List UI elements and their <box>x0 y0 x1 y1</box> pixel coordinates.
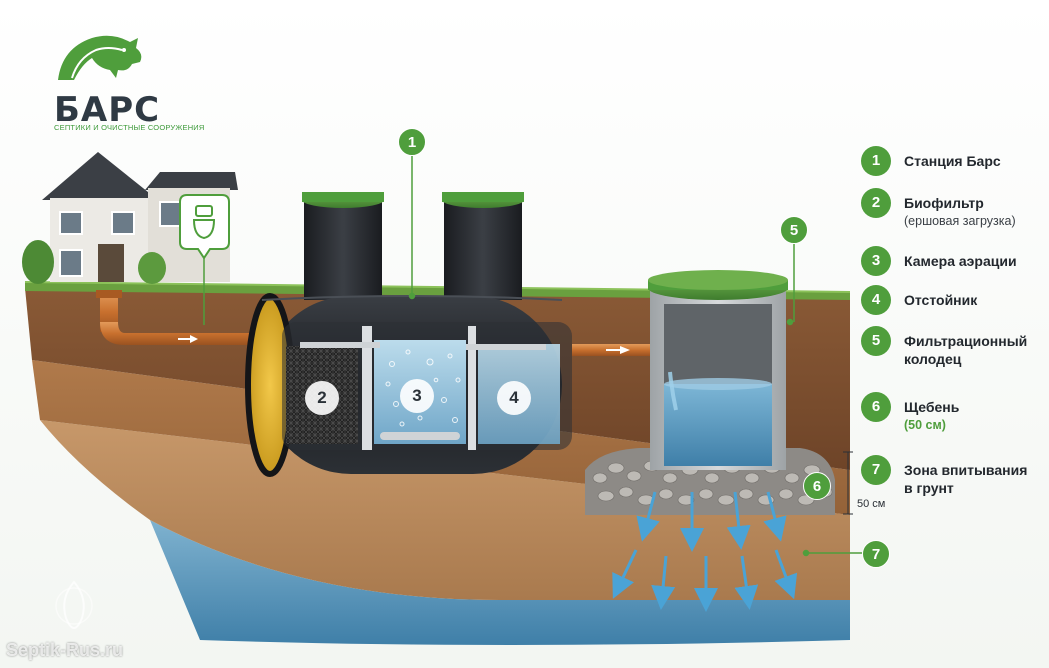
soil-lower-layer <box>40 420 850 600</box>
panther-logo-icon <box>58 35 142 80</box>
callout-well: 5 <box>780 216 808 244</box>
legend-subtitle: (50 см) <box>904 418 946 432</box>
chamber-label-biofilter: 2 <box>305 381 339 415</box>
legend-number: 1 <box>861 146 891 176</box>
brand-name: БАРС <box>54 90 161 130</box>
legend-subtitle: (ершовая загрузка) <box>904 214 1016 228</box>
chamber-label-settler: 4 <box>497 381 531 415</box>
inlet-pipe <box>96 290 260 345</box>
legend-number: 6 <box>861 392 891 422</box>
callout-gravel: 6 <box>803 472 831 500</box>
legend-title: Отстойник <box>904 292 978 308</box>
filtration-well <box>648 270 788 470</box>
legend-subtitle: колодец <box>904 351 962 367</box>
legend-number: 5 <box>861 326 891 356</box>
callout-absorption: 7 <box>862 540 890 568</box>
legend-number: 3 <box>861 246 891 276</box>
legend-title: Биофильтр <box>904 195 984 211</box>
legend-title: Станция Барс <box>904 153 1001 169</box>
callout-leaders <box>408 156 862 557</box>
watermark-leaf-icon <box>55 580 93 630</box>
legend-title: Фильтрационный <box>904 333 1028 349</box>
gravel-depth-label: 50 см <box>857 498 886 510</box>
legend-number: 4 <box>861 285 891 315</box>
legend-subtitle: в грунт <box>904 480 954 496</box>
tank-neck-left <box>302 192 384 300</box>
legend-title: Камера аэрации <box>904 253 1017 269</box>
grass-surface <box>25 282 850 300</box>
brand-tagline: СЕПТИКИ И ОЧИСТНЫЕ СООРУЖЕНИЯ <box>54 123 205 132</box>
legend-number: 7 <box>861 455 891 485</box>
chamber-label-aeration: 3 <box>400 379 434 413</box>
legend-title: Щебень <box>904 399 960 415</box>
legend-number: 2 <box>861 188 891 218</box>
legend-title: Зона впитывания <box>904 462 1028 478</box>
aeration-bubbles <box>385 349 461 427</box>
watermark-text: Septik-Rus.ru <box>6 640 124 660</box>
toilet-icon <box>179 194 230 325</box>
dimension-bar <box>843 451 853 515</box>
tank-neck-right <box>442 192 524 300</box>
callout-station: 1 <box>398 128 426 156</box>
infiltration-arrows <box>612 491 798 612</box>
groundwater-layer <box>150 520 850 645</box>
